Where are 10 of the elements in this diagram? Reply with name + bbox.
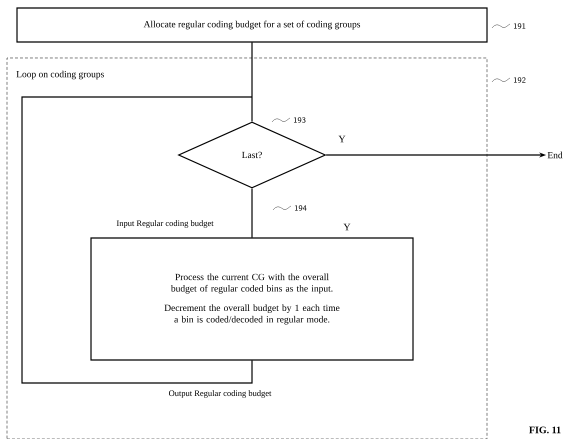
figure-label: FIG. 11 <box>529 426 561 434</box>
connector <box>21 96 253 384</box>
edge-label: Y <box>337 134 347 144</box>
end-label: End <box>548 152 563 158</box>
edge-label: Input Regular coding budget <box>115 219 215 229</box>
process-box: Process the current CG with the overall budget of regular coded bins as the input. Decrement the overall budget by 1 each time a bin is coded/decoded in regular mode. <box>90 237 414 361</box>
edge-label: Output Regular coding budget <box>168 389 272 399</box>
connector <box>251 188 253 238</box>
process-box: Allocate regular coding budget for a set of coding groups <box>16 7 488 43</box>
connector <box>251 42 253 122</box>
